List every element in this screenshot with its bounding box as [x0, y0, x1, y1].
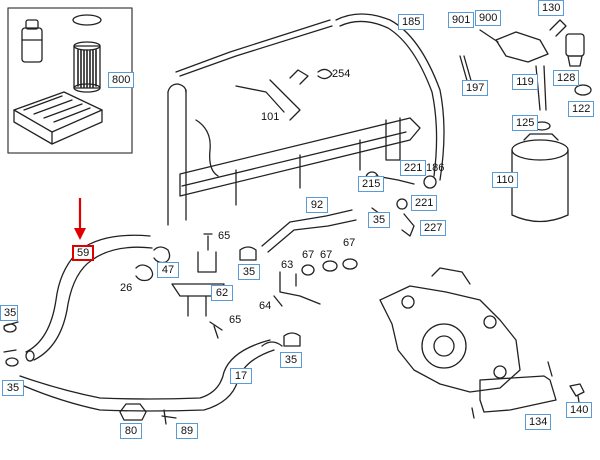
label-186: 186 [426, 162, 445, 174]
label-63: 63 [281, 259, 294, 271]
callout-134[interactable]: 134 [525, 414, 551, 430]
label-254: 254 [332, 68, 351, 80]
clip-parts [261, 258, 358, 347]
label-67-a: 67 [302, 249, 315, 261]
label-101: 101 [261, 111, 280, 123]
red-arrow-icon [74, 198, 86, 240]
label-65-top: 65 [218, 230, 231, 242]
callout-140[interactable]: 140 [566, 402, 592, 418]
callout-80[interactable]: 80 [120, 423, 142, 439]
label-67-c: 67 [343, 237, 356, 249]
callout-119[interactable]: 119 [512, 74, 538, 90]
callout-35-mid[interactable]: 35 [238, 264, 260, 280]
hose-92 [261, 209, 357, 253]
hose-59 [25, 234, 153, 362]
callout-89[interactable]: 89 [176, 423, 198, 439]
callout-901[interactable]: 901 [448, 12, 474, 28]
callout-59-highlighted[interactable]: 59 [72, 245, 94, 261]
callout-800[interactable]: 800 [108, 72, 134, 88]
pump-housing [379, 267, 521, 393]
callout-35-rail[interactable]: 35 [368, 212, 390, 228]
mount-bracket [471, 361, 585, 419]
callout-130[interactable]: 130 [538, 0, 564, 16]
service-kit-box [7, 7, 133, 154]
fuel-rail-assembly [167, 19, 421, 226]
callout-47[interactable]: 47 [157, 262, 179, 278]
callout-35-center[interactable]: 35 [280, 352, 302, 368]
callout-227[interactable]: 227 [420, 220, 446, 236]
callout-197[interactable]: 197 [462, 80, 488, 96]
callout-62[interactable]: 62 [211, 285, 233, 301]
label-64: 64 [259, 300, 272, 312]
callout-125[interactable]: 125 [512, 115, 538, 131]
callout-185[interactable]: 185 [398, 14, 424, 30]
callout-221-lower[interactable]: 221 [411, 195, 437, 211]
callout-110[interactable]: 110 [492, 172, 518, 188]
label-26: 26 [120, 282, 133, 294]
label-67-b: 67 [320, 249, 333, 261]
callout-35-left-upper[interactable]: 35 [0, 305, 18, 321]
small-parts-80-89 [3, 321, 177, 425]
callout-35-left-lower[interactable]: 35 [2, 380, 24, 396]
callout-92[interactable]: 92 [306, 197, 328, 213]
oil-filter-icon [73, 41, 101, 93]
callout-128[interactable]: 128 [553, 70, 579, 86]
callout-17[interactable]: 17 [230, 368, 252, 384]
air-filter-icon [13, 91, 103, 145]
callout-221-upper[interactable]: 221 [400, 160, 426, 176]
return-line [335, 13, 445, 181]
fuel-filter-housing [511, 133, 569, 223]
label-65-bottom: 65 [229, 314, 242, 326]
callout-900[interactable]: 900 [475, 10, 501, 26]
callout-122[interactable]: 122 [568, 101, 594, 117]
callout-215[interactable]: 215 [358, 176, 384, 192]
fuel-filter-icon [21, 19, 43, 63]
